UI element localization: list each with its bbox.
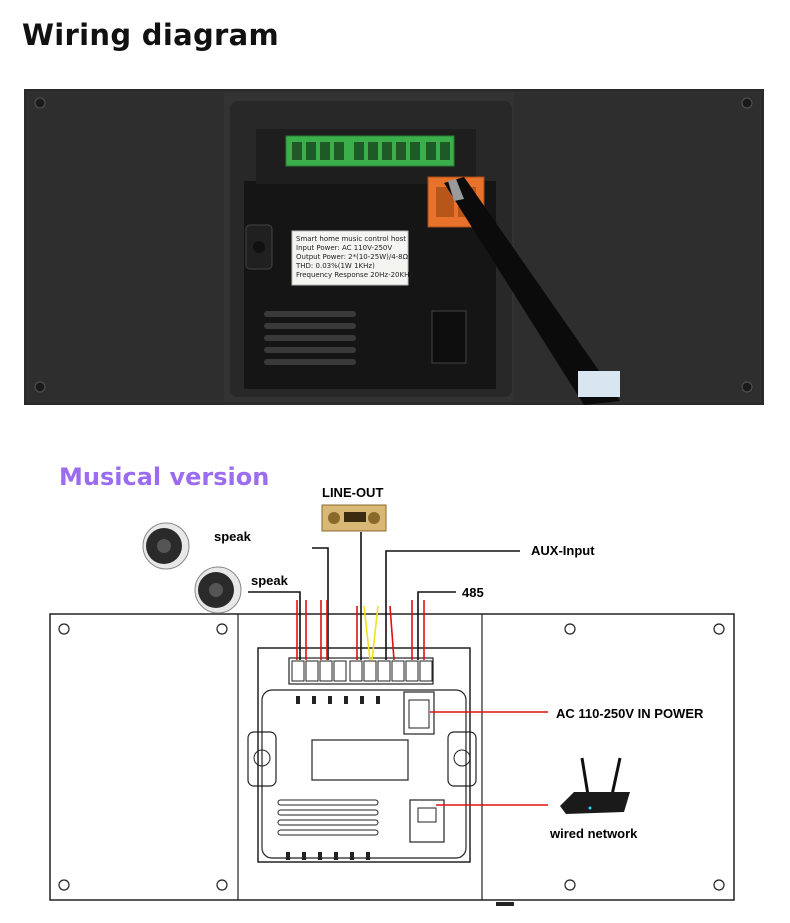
amplifier-icon [321, 504, 387, 532]
ceiling-speaker-icon [194, 566, 242, 614]
rs485-label: 485 [462, 585, 484, 600]
version-heading: Musical version [59, 463, 270, 491]
panel-outline [49, 613, 735, 901]
page-title: Wiring diagram [22, 18, 279, 52]
aux-input-label: AUX-Input [531, 543, 595, 558]
speaker-1-label: speak [214, 529, 251, 544]
line-out-label: LINE-OUT [322, 485, 384, 500]
line-out-wires [356, 532, 371, 661]
speaker-2-wires [248, 591, 307, 660]
wiring-diagram [49, 504, 735, 906]
device-label-line2: Input Power: AC 110V-250V [296, 244, 393, 252]
aux-input-wires [371, 550, 520, 661]
router-icon [560, 757, 630, 814]
speaker-1-wires [312, 547, 329, 660]
device-label-line1: Smart home music control host [296, 235, 406, 243]
ethernet-port [409, 799, 445, 843]
ceiling-speaker-icon [142, 522, 190, 570]
device-label-line3: Output Power: 2*(10-25W)/4-8Ω [296, 253, 408, 261]
device-label-line4: THD: 0.03%(1W 1KHz) [296, 262, 375, 270]
device-label-line5: Frequency Response 20Hz-20KHz [296, 271, 414, 279]
power-label: AC 110-250V IN POWER [556, 706, 704, 721]
terminal-block [288, 657, 434, 685]
speaker-2-label: speak [251, 573, 288, 588]
rs485-wires [411, 591, 456, 660]
device-back-photo [24, 89, 764, 405]
network-label: wired network [550, 826, 638, 841]
